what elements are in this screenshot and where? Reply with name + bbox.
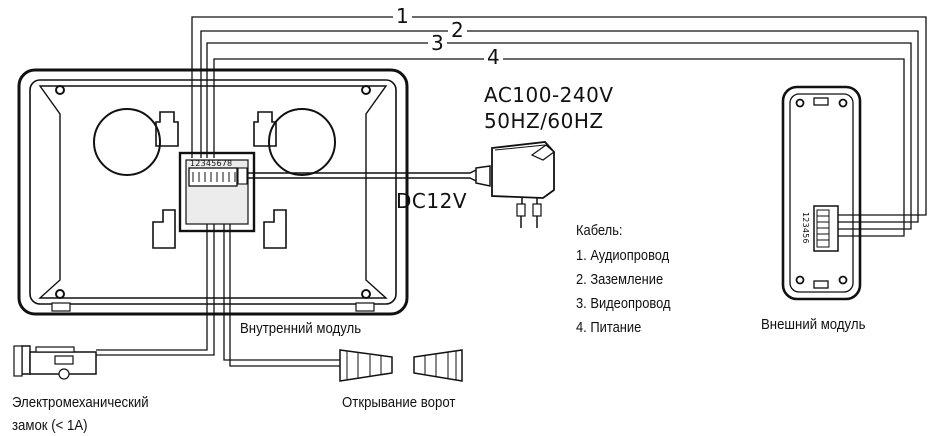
left-speaker — [93, 108, 161, 176]
outdoor-module — [781, 85, 862, 301]
indoor-module-label: Внутренний модуль — [240, 320, 362, 337]
cable-legend-item: 1. Аудиопровод — [576, 247, 670, 264]
outdoor-pin-numbers: 123456 — [801, 212, 810, 244]
gate-wiring — [223, 224, 463, 382]
indoor-pin-numbers: 12345678 — [190, 159, 233, 168]
wire-4 — [213, 58, 905, 237]
right-speaker — [268, 108, 336, 176]
gate-icon — [339, 349, 463, 382]
power-adapter — [248, 141, 555, 228]
power-freq-label: 50HZ/60HZ — [484, 109, 604, 133]
wire-number-4: 4 — [484, 46, 503, 69]
outdoor-module-label: Внешний модуль — [761, 316, 866, 333]
wire-number-3: 3 — [428, 32, 447, 55]
lock-wiring — [13, 224, 215, 380]
gate-label: Открывание ворот — [342, 394, 456, 411]
cable-legend-item: 3. Видеопровод — [576, 295, 671, 312]
wire-number-1: 1 — [393, 5, 412, 28]
wire-number-2: 2 — [448, 19, 467, 42]
power-dc-label: DC12V — [396, 189, 467, 213]
indoor-terminal-block — [188, 167, 238, 187]
power-ac-label: AC100-240V — [484, 83, 614, 107]
cable-legend-item: 2. Заземление — [576, 271, 664, 288]
lock-label-line1: Электромеханический — [12, 394, 149, 411]
cable-legend-item: 4. Питание — [576, 319, 642, 336]
lock-label-line2: замок (< 1A) — [12, 417, 88, 434]
indoor-module — [17, 68, 409, 316]
wire-1 — [191, 16, 927, 216]
wire-2 — [200, 30, 919, 223]
indoor-terminal-pins — [192, 172, 236, 182]
cable-wires — [191, 16, 927, 237]
cable-legend-title: Кабель: — [576, 222, 623, 239]
wire-3 — [206, 42, 912, 230]
electromechanical-lock-icon — [21, 345, 31, 375]
